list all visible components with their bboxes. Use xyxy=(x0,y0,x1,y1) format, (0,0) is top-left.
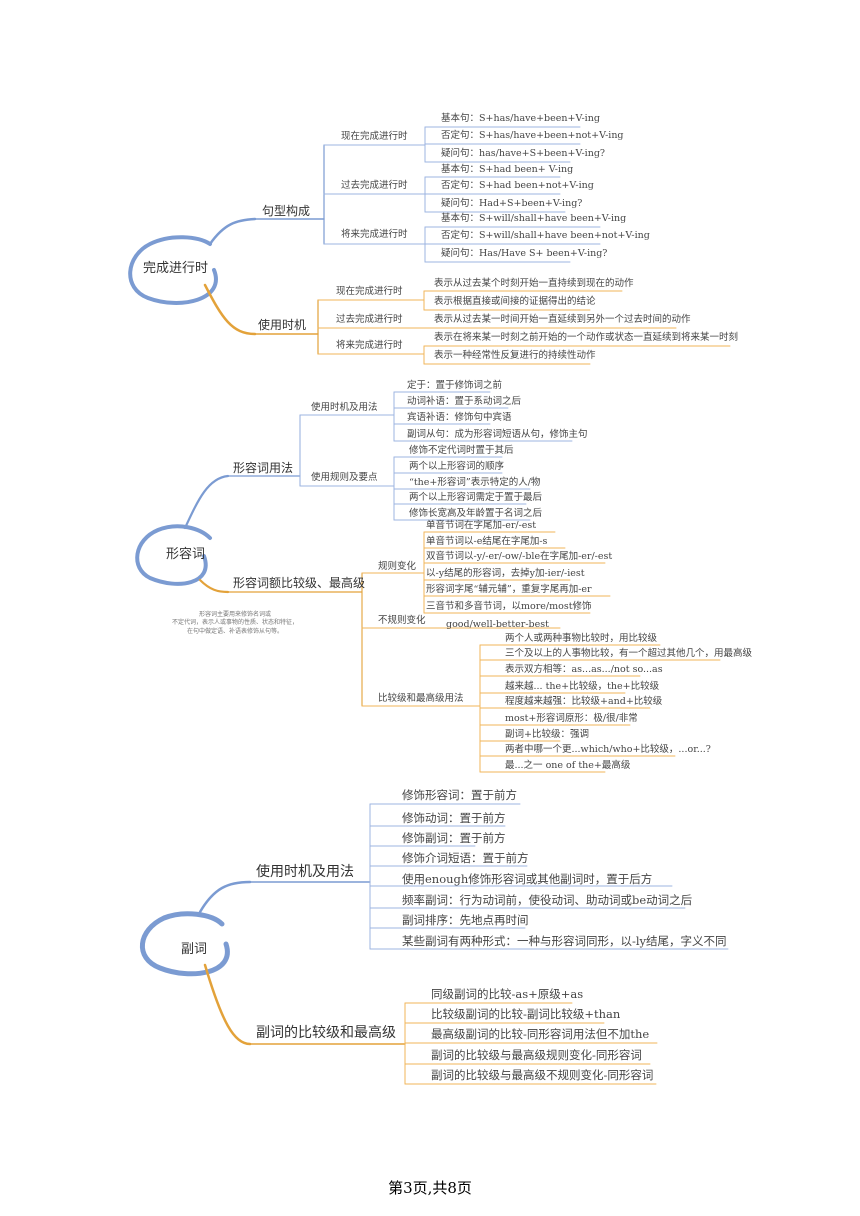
map3-usage-item: 频率副词：行为动词前，使役动词、助动词或be动词之后 xyxy=(402,893,693,907)
map1-usage-present-2: 表示根据直接或间接的证据得出的结论 xyxy=(434,296,596,307)
map3-usage-item: 修饰介词短语：置于前方 xyxy=(402,851,529,865)
map1-past-q: 疑问句：Had+S+been+V-ing? xyxy=(441,198,583,209)
map2-branch-usage: 形容词用法 xyxy=(233,461,294,475)
map2-note-line: 形容词主要用来修饰名词或 xyxy=(198,611,271,618)
map1-past-basic: 基本句：S+had been+ V-ing xyxy=(441,164,574,175)
map2-center-label: 形容词 xyxy=(166,547,206,562)
map3-usage-item: 某些副词有两种形式：一种与形容词同形，以-ly结尾，字义不同 xyxy=(402,934,727,948)
map2-usage-rules-item: 两个以上形容词需定于置于最后 xyxy=(409,492,543,503)
map2-comparison-usage-item: 两者中哪一个更...which/who+比较级，...or...? xyxy=(505,744,711,755)
map2-comparison-usage-item: 程度越来越强：比较级+and+比较级 xyxy=(505,696,663,707)
map1-usage-past-1: 表示从过去某一时间开始一直延续到另外一个过去时间的动作 xyxy=(434,314,691,325)
map1-branch-usage: 使用时机 xyxy=(258,318,307,332)
map2-comparison-usage-item: 两个人或两种事物比较时，用比较级 xyxy=(505,633,658,644)
map1-present-label: 现在完成进行时 xyxy=(341,131,408,142)
map1-future-label: 将来完成进行时 xyxy=(341,229,408,240)
map3-hub-ellipse xyxy=(140,911,230,977)
map1-past-neg: 否定句：S+had been+not+V-ing xyxy=(441,180,594,191)
map1-usage-present-label: 现在完成进行时 xyxy=(336,286,403,297)
map1-branch-curve xyxy=(208,217,257,246)
map2-regular-label: 规则变化 xyxy=(378,561,417,572)
map2-comparison-usage-item: 表示双方相等：as...as.../not so...as xyxy=(505,664,663,675)
map2-comparison-curve xyxy=(198,578,230,594)
map2-regular-item: 双音节词以-y/-er/-ow/-ble在字尾加-er/-est xyxy=(426,551,613,562)
map2-regular-item: 单音节词以-e结尾在字尾加-s xyxy=(426,536,548,547)
map2-branch-comparison: 形容词额比较级、最高级 xyxy=(233,576,366,590)
map2-regular-item: 单音节词在字尾加-er/-est xyxy=(426,520,537,531)
map3-comparison-curve xyxy=(203,963,252,1046)
map1-usage-future-1: 表示在将来某一时刻之前开始的一个动作或状态一直延续到将来某一时刻 xyxy=(434,332,739,343)
map2-comparison-usage-item: 越来越... the+比较级，the+比较级 xyxy=(505,681,660,692)
map1-usage-present-1: 表示从过去某个时刻开始一直持续到现在的动作 xyxy=(434,278,634,289)
map1-present-basic: 基本句：S+has/have+been+V-ing xyxy=(441,113,600,124)
map2-note: 形容词主要用来修饰名词或 不定代词，表示人或事物的性质、状态和特征， 在句中做定… xyxy=(160,611,310,636)
map3-comparison-item: 副词的比较级与最高级不规则变化-同形容词 xyxy=(431,1068,654,1082)
map3-usage-item: 修饰副词：置于前方 xyxy=(402,831,506,845)
map2-irregular-item: good/well-better-best xyxy=(446,619,549,630)
map2-regular-item: 形容词字尾“辅元辅”，重复字尾再加-er xyxy=(426,584,592,595)
map3-branch-usage: 使用时机及用法 xyxy=(256,864,354,880)
map2-comparison-usage-item: most+形容词原形：极/很/非常 xyxy=(505,713,638,724)
map3-usage-item: 使用enough修饰形容词或其他副词时，置于后方 xyxy=(402,872,653,886)
map1-hub-ellipse xyxy=(128,235,218,305)
map2-usage-rules-item: 修饰不定代词时置于其后 xyxy=(409,445,514,456)
map3-comparison-item: 最高级副词的比较-同形容词用法但不加the xyxy=(431,1027,650,1041)
map1-present-q: 疑问句：has/have+S+been+V-ing? xyxy=(441,148,605,159)
map3-usage-item: 修饰动词：置于前方 xyxy=(402,811,506,825)
map1-usage-curve xyxy=(203,283,257,336)
map2-regular-item: 三音节和多音节词，以more/most修饰 xyxy=(426,601,592,612)
map2-usage-timing-label: 使用时机及用法 xyxy=(311,402,378,413)
map2-comparison-usage-item: 最...之一 one of the+最高级 xyxy=(505,760,631,771)
map2-usage-timing-item: 宾语补语：修饰句中宾语 xyxy=(407,412,512,423)
map2-note-line: 不定代词，表示人或事物的性质、状态和特征， xyxy=(171,619,298,627)
map2-comparison-usage-item: 三个及以上的人事物比较，有一个超过其他几个，用最高级 xyxy=(505,648,753,659)
map1-usage-future-2: 表示一种经常性反复进行的持续性动作 xyxy=(434,350,596,361)
map3-center-label: 副词 xyxy=(181,942,208,957)
map1-usage-past-label: 过去完成进行时 xyxy=(336,314,403,325)
map1-usage-future-label: 将来完成进行时 xyxy=(336,340,403,351)
map1-future-neg: 否定句：S+will/shall+have been+not+V-ing xyxy=(441,230,650,241)
map2-irregular-label: 不规则变化 xyxy=(378,615,426,626)
map3-comparison-item: 比较级副词的比较-副词比较级+than xyxy=(431,1007,621,1021)
map2-branch-curve xyxy=(183,474,230,530)
map2-usage-rules-item: 修饰长宽高及年龄置于名词之后 xyxy=(409,508,543,519)
map3-usage-item: 副词排序：先地点再时间 xyxy=(402,913,529,927)
map2-usage-rules-item: 两个以上形容词的顺序 xyxy=(409,461,505,472)
map3-comparison-item: 同级副词的比较-as+原级+as xyxy=(431,987,584,1001)
map1-past-label: 过去完成进行时 xyxy=(341,180,408,191)
map2-comparison-usage-item: 副词+比较级：强调 xyxy=(505,729,589,740)
map3-comparison-item: 副词的比较级与最高级规则变化-同形容词 xyxy=(431,1048,642,1062)
map3-branch-comparison: 副词的比较级和最高级 xyxy=(256,1025,396,1041)
map1-future-q: 疑问句：Has/Have S+ been+V-ing? xyxy=(441,248,608,259)
map3-branch-curve xyxy=(198,880,252,914)
map2-usage-timing-item: 动词补语：置于系动词之后 xyxy=(407,396,522,407)
map1-present-neg: 否定句：S+has/have+been+not+V-ing xyxy=(441,130,624,141)
map2-usage-timing-item: 定于：置于修饰词之前 xyxy=(407,380,503,391)
page-footer: 第3页,共8页 xyxy=(388,1179,472,1197)
map1-branch-structure: 句型构成 xyxy=(262,204,311,218)
map1-center-label: 完成进行时 xyxy=(143,261,209,276)
map2-usage-timing-item: 副词从句：成为形容词短语从句，修饰主句 xyxy=(407,429,588,440)
map2-note-line: 在句中做定语、补语表修饰从句等。 xyxy=(186,627,283,635)
map2-regular-item: 以-y结尾的形容词，去掉y加-ier/-iest xyxy=(426,568,585,579)
map2-hub-ellipse xyxy=(135,524,212,586)
map2-usage-rules-label: 使用规则及要点 xyxy=(311,472,378,483)
map2-usage-rules-item: “the+形容词”表示特定的人/物 xyxy=(409,477,541,488)
map2-usage-label: 比较级和最高级用法 xyxy=(378,693,464,704)
map3-usage-item: 修饰形容词：置于前方 xyxy=(402,788,517,802)
map1-future-basic: 基本句：S+will/shall+have been+V-ing xyxy=(441,213,627,224)
